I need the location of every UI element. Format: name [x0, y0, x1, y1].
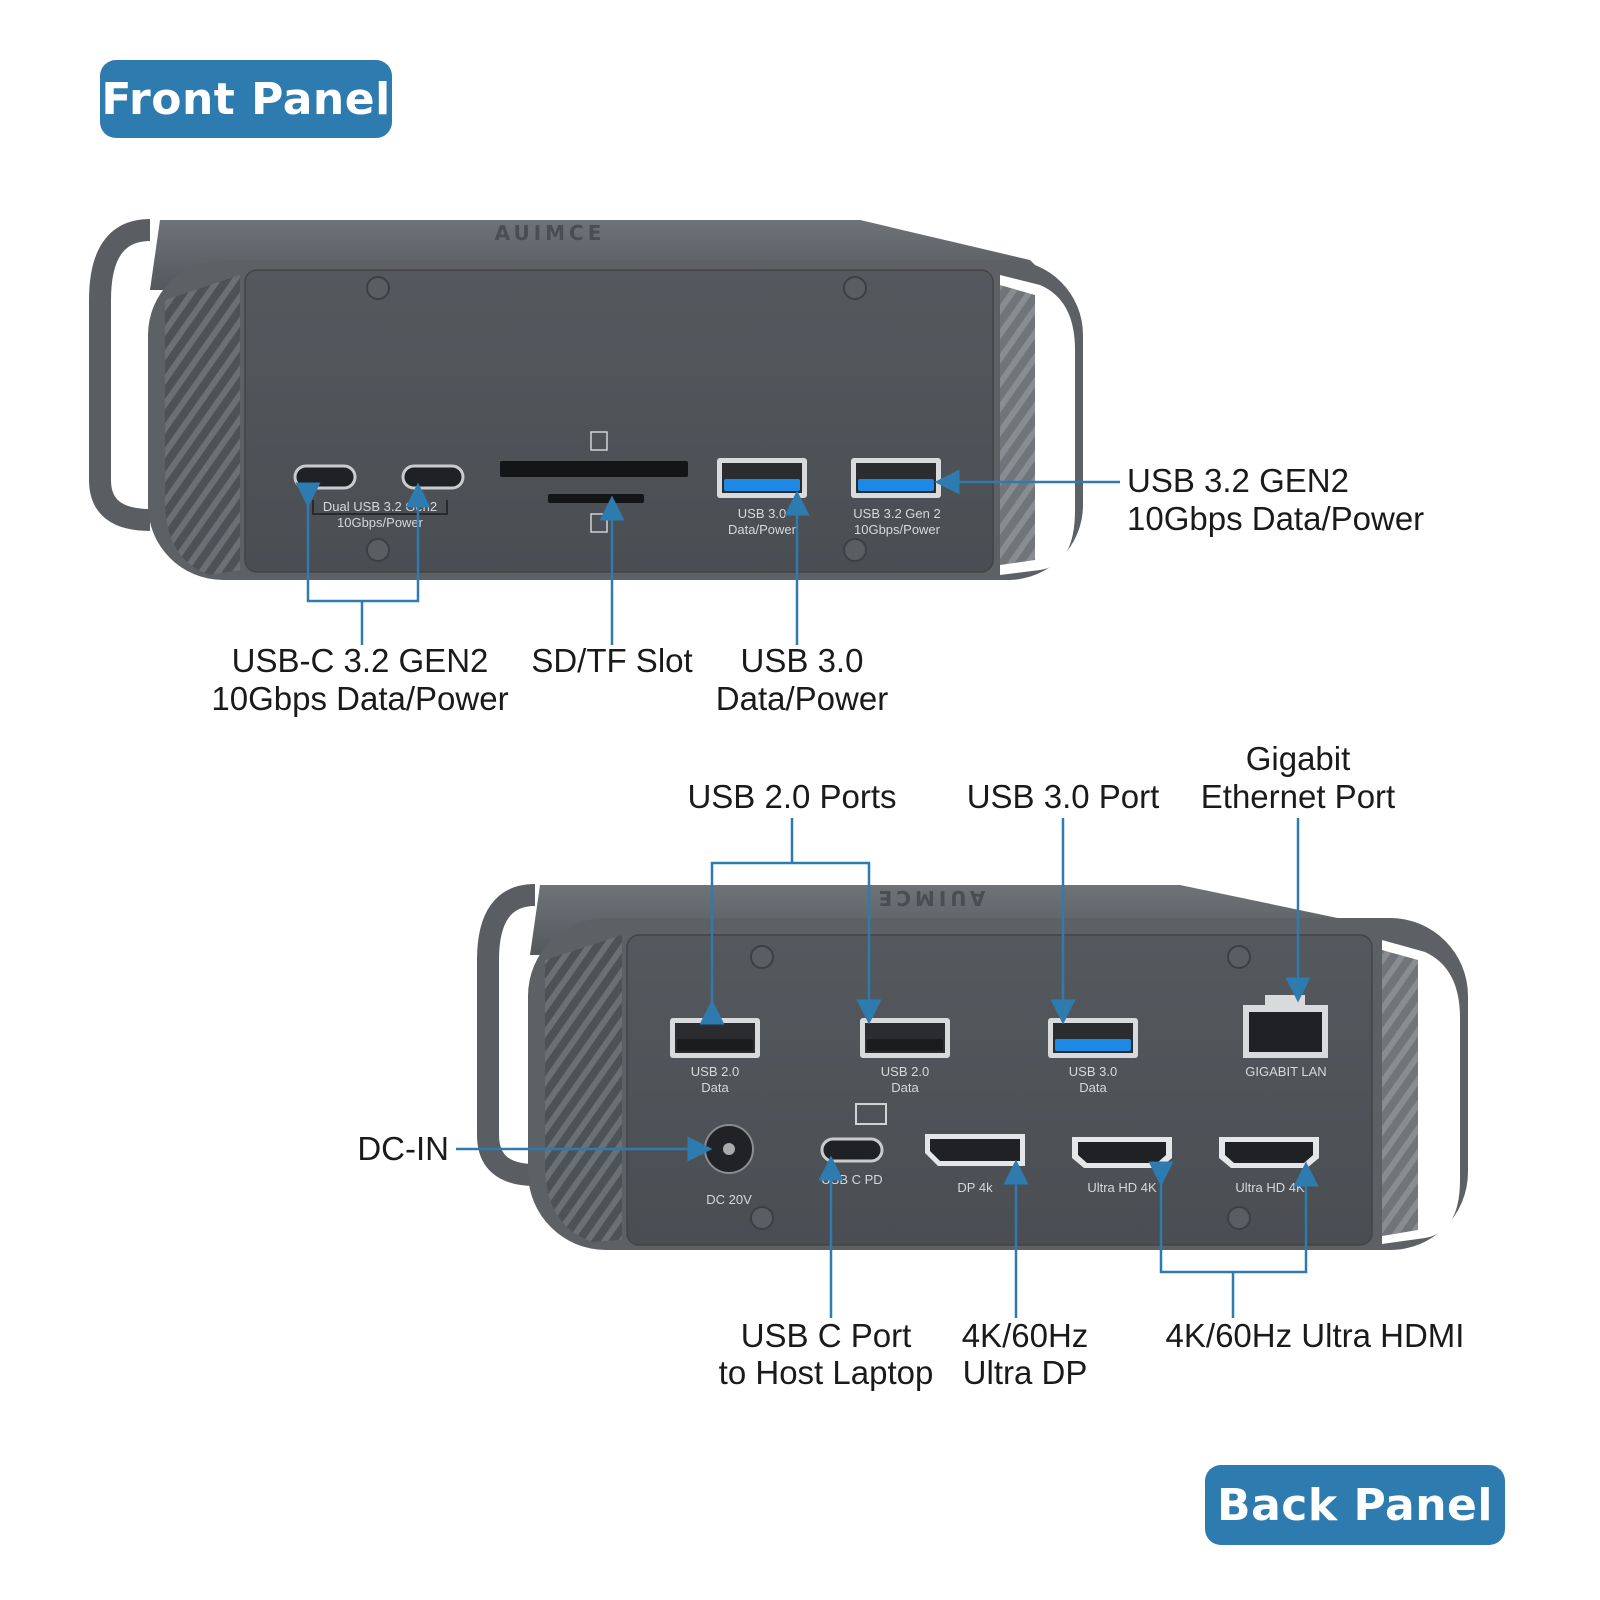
port-label: Data	[701, 1080, 729, 1095]
screw-icon	[1227, 945, 1251, 969]
port-label: GIGABIT LAN	[1245, 1064, 1326, 1079]
tf-slot	[548, 494, 644, 503]
callout-dp: 4K/60Hz	[962, 1317, 1089, 1354]
front-device: AUIMCE Dual USB 3.2 Gen2 10Gbps/Power US…	[89, 219, 1083, 580]
callout-ethernet: Ethernet Port	[1201, 778, 1395, 815]
callout-ethernet: Gigabit	[1246, 740, 1351, 777]
tf-card-icon	[590, 513, 608, 533]
callout-usb32: USB 3.2 GEN2	[1127, 462, 1349, 499]
brand-logo: AUIMCE	[875, 886, 986, 910]
port-label: USB 2.0	[881, 1064, 929, 1079]
port-label: 10Gbps/Power	[337, 515, 424, 530]
callout-usb30: USB 3.0	[741, 642, 864, 679]
sd-slot	[500, 461, 688, 477]
port-label: Dual USB 3.2 Gen2	[323, 499, 437, 514]
port-label: Data/Power	[728, 522, 797, 537]
port-label: Data	[1079, 1080, 1107, 1095]
callout-usbc: USB-C 3.2 GEN2	[232, 642, 489, 679]
callout-usb30: USB 3.0 Port	[967, 778, 1160, 815]
usb-c-port	[293, 464, 357, 490]
port-label: USB 3.0	[1069, 1064, 1117, 1079]
port-label: DP 4k	[957, 1180, 993, 1195]
port-label: Ultra HD 4K	[1235, 1180, 1305, 1195]
port-label: 10Gbps/Power	[854, 522, 941, 537]
screw-icon	[843, 276, 867, 300]
usb-c-port	[820, 1137, 884, 1163]
back-device: AUIMCE USB 2.0 Data USB 2.0 Data USB 3.0…	[477, 884, 1468, 1250]
port-label: Ultra HD 4K	[1087, 1180, 1157, 1195]
port-label: USB 3.2 Gen 2	[853, 506, 940, 521]
callout-hdmi: 4K/60Hz Ultra HDMI	[1166, 1317, 1465, 1354]
callout-usbc-host: to Host Laptop	[719, 1354, 934, 1391]
back-leaders	[456, 818, 1319, 1318]
screw-icon	[366, 538, 390, 562]
port-label: DC 20V	[706, 1192, 752, 1207]
port-label: USB 2.0	[691, 1064, 739, 1079]
port-label: USB 3.0	[738, 506, 786, 521]
callout-dc-in: DC-IN	[357, 1130, 449, 1167]
back-panel-badge: Back Panel	[1205, 1465, 1505, 1545]
screw-icon	[1227, 1206, 1251, 1230]
callout-usbc-host: USB C Port	[741, 1317, 912, 1354]
usb-c-port	[401, 464, 465, 490]
screw-icon	[843, 538, 867, 562]
laptop-icon	[855, 1103, 887, 1125]
callout-usb30: Data/Power	[716, 680, 888, 717]
screw-icon	[750, 945, 774, 969]
screw-icon	[366, 276, 390, 300]
front-leaders	[295, 469, 1120, 645]
callout-usb20: USB 2.0 Ports	[687, 778, 896, 815]
front-panel-badge: Front Panel	[100, 60, 392, 138]
callout-sd-tf: SD/TF Slot	[531, 642, 692, 679]
callout-usbc: 10Gbps Data/Power	[211, 680, 508, 717]
port-label: Data	[891, 1080, 919, 1095]
callout-dp: Ultra DP	[963, 1354, 1088, 1391]
sd-card-icon	[590, 431, 608, 451]
screw-icon	[750, 1206, 774, 1230]
callout-usb32: 10Gbps Data/Power	[1127, 500, 1424, 537]
brand-logo: AUIMCE	[495, 221, 606, 245]
